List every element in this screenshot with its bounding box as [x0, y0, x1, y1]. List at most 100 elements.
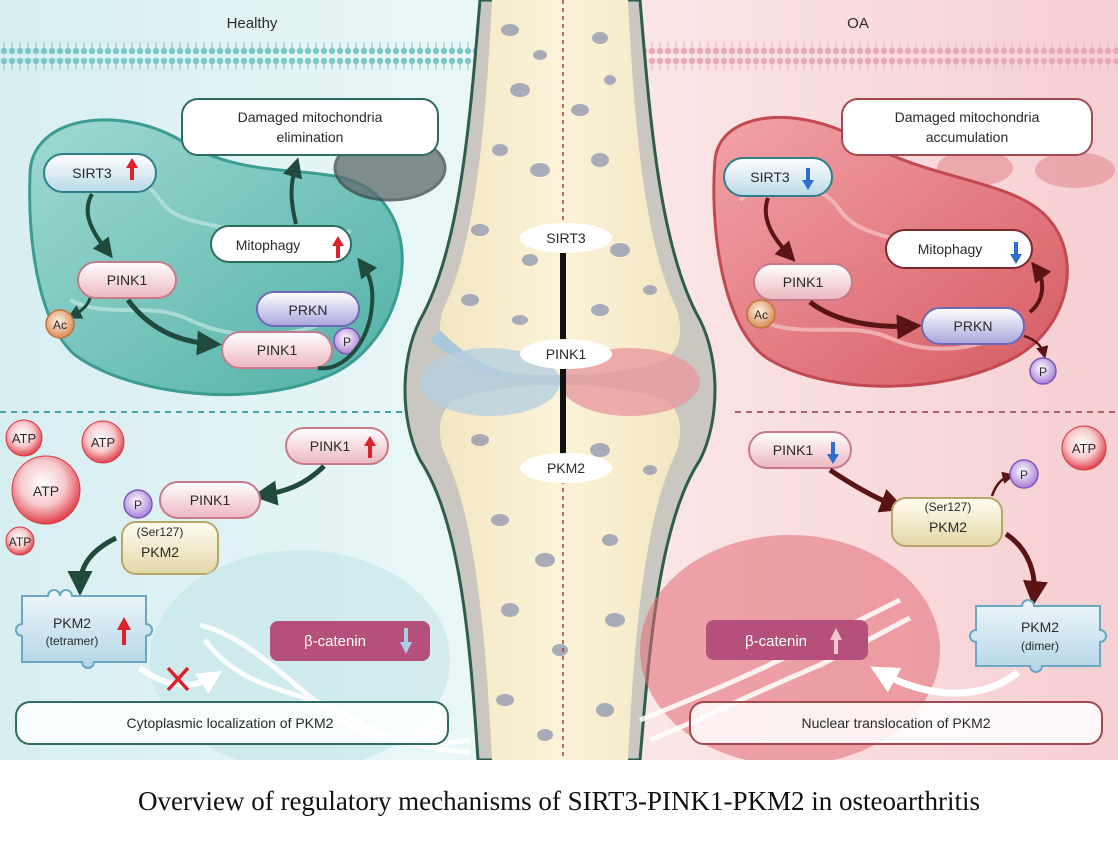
healthy-p-lower-circle: [123, 489, 153, 519]
center-pkm2-pill: [520, 453, 612, 483]
oa-pink1-top-label: PINK1: [783, 274, 824, 290]
bone-pores: [461, 24, 657, 741]
healthy-ser-label: (Ser127): [137, 525, 184, 539]
healthy-pink1-top-box: [77, 261, 177, 299]
oa-pink1-lower-box: [748, 431, 852, 469]
center-sirt3-pill: [520, 223, 612, 253]
healthy-pkm2-box: [121, 521, 219, 575]
bone-upper: [439, 0, 681, 375]
healthy-ac-label: Ac: [53, 318, 67, 332]
oa-arrow-pink1-prkn: [808, 300, 922, 340]
block-x-icon: [166, 666, 190, 692]
oa-arrow-dimer-beta: [870, 666, 1021, 697]
healthy-mitophagy-box: [210, 225, 352, 263]
healthy-sirt3-label: SIRT3: [72, 165, 112, 181]
oa-mito-fragment-2: [1035, 152, 1115, 188]
healthy-tetramer-label1: PKM2: [53, 615, 91, 631]
center-sirt3-label: SIRT3: [546, 230, 586, 246]
healthy-pink1-top-label: PINK1: [107, 272, 148, 288]
atp-label-3: ATP: [33, 483, 59, 499]
oa-translocation-box: [689, 701, 1103, 745]
oa-beta-catenin-label: β-catenin: [745, 633, 807, 650]
oa-p-lower-circle: [1009, 459, 1039, 489]
healthy-pink1p-box: [221, 331, 333, 369]
bone-lower: [439, 385, 681, 760]
healthy-outcome-line2: elimination: [277, 129, 344, 145]
healthy-pkm2-label: PKM2: [141, 544, 179, 560]
oa-mitophagy-label: Mitophagy: [918, 241, 983, 257]
oa-outcome-line1: Damaged mitochondria: [895, 109, 1040, 125]
healthy-tetramer-label2: (tetramer): [46, 634, 99, 648]
oa-mitophagy-box: [885, 229, 1033, 269]
oa-title: OA: [847, 15, 869, 32]
center-pkm2-label: PKM2: [547, 460, 585, 476]
healthy-arrow-pink1-pkm2: [252, 464, 326, 506]
healthy-beta-catenin-label: β-catenin: [304, 633, 366, 650]
joint-space-healthy: [420, 348, 560, 416]
healthy-tetramer-up-arrow-icon: [117, 617, 131, 645]
oa-arrow-sirt3-pink1: [763, 197, 796, 262]
healthy-tetramer-box: [15, 589, 153, 669]
healthy-localization-box: [15, 701, 449, 745]
oa-atp-label: ATP: [1072, 441, 1096, 456]
oa-mitophagy-down-arrow-icon: [1010, 242, 1022, 264]
healthy-beta-catenin-box: [270, 621, 430, 661]
oa-ser-label: (Ser127): [925, 500, 972, 514]
healthy-outcome-line1: Damaged mitochondria: [238, 109, 383, 125]
healthy-mitophagy-up-arrow-icon: [332, 236, 344, 258]
healthy-pink1p-label: PINK1: [257, 342, 298, 358]
oa-dimer-label1: PKM2: [1021, 619, 1059, 635]
oa-arrow-prkn-mitophagy: [1028, 261, 1052, 314]
healthy-pink1-mid-box: [159, 481, 261, 519]
healthy-pink1-lower-label: PINK1: [310, 438, 351, 454]
healthy-title: Healthy: [227, 15, 278, 32]
atp-label-4: ATP: [9, 535, 31, 549]
center-pink1-pill: [520, 339, 612, 369]
oa-outcome-line2: accumulation: [926, 129, 1009, 145]
oa-translocation-label: Nuclear translocation of PKM2: [801, 715, 990, 731]
healthy-arrow-pink1-pink1p: [125, 298, 222, 356]
atp-circle-1: [5, 419, 43, 457]
healthy-ac-circle: [45, 309, 75, 339]
oa-p-lower-label: P: [1020, 468, 1028, 482]
oa-pink1-lower-down-arrow-icon: [827, 442, 839, 464]
oa-ac-label: Ac: [754, 308, 768, 322]
healthy-arrow-pink1-ac: [66, 297, 92, 319]
healthy-prkn-box: [256, 291, 360, 327]
healthy-mitophagy-label: Mitophagy: [236, 237, 301, 253]
oa-p-top-label: P: [1039, 365, 1047, 379]
oa-prkn-box: [921, 307, 1025, 345]
oa-pink1-lower-label: PINK1: [773, 442, 814, 458]
oa-beta-catenin-box: [706, 620, 868, 660]
oa-membrane: [640, 42, 1118, 70]
healthy-pink1-lower-box: [285, 427, 389, 465]
oa-outcome-box: [841, 98, 1093, 156]
healthy-sirt3-up-arrow-icon: [126, 158, 138, 180]
oa-sirt3-down-arrow-icon: [802, 168, 814, 190]
oa-dimer-label2: (dimer): [1021, 639, 1059, 653]
healthy-localization-label: Cytoplasmic localization of PKM2: [127, 715, 334, 731]
oa-arrow-prkn-p: [1023, 334, 1049, 359]
oa-pink1-top-box: [753, 263, 853, 301]
healthy-arrow-pkm2-tetramer: [67, 535, 118, 596]
healthy-arrow-sirt3-pink1: [85, 193, 113, 259]
oa-arrow-pink1-pkm2: [828, 467, 906, 513]
oa-pkm2-label: PKM2: [929, 519, 967, 535]
oa-ac-circle: [746, 299, 776, 329]
oa-p-top-circle: [1029, 357, 1057, 385]
oa-atp-circle: [1061, 425, 1107, 471]
healthy-pink1-lower-up-arrow-icon: [364, 436, 376, 458]
pathway-figure: Healthy OA Damaged mitochondria eliminat…: [0, 0, 1118, 760]
oa-pkm2-box: [891, 497, 1003, 547]
figure-caption: Overview of regulatory mechanisms of SIR…: [138, 786, 980, 816]
atp-circle-4: [5, 526, 35, 556]
healthy-prkn-label: PRKN: [289, 302, 328, 318]
healthy-outcome-box: [181, 98, 439, 156]
healthy-pink1-mid-label: PINK1: [190, 492, 231, 508]
oa-arrow-pkm2-dimer: [1004, 531, 1048, 606]
atp-label-2: ATP: [91, 435, 115, 450]
oa-dimer-box: [969, 599, 1107, 673]
healthy-p-lower-label: P: [134, 498, 142, 512]
healthy-p-top-label: P: [343, 335, 351, 349]
oa-prkn-label: PRKN: [954, 318, 993, 334]
